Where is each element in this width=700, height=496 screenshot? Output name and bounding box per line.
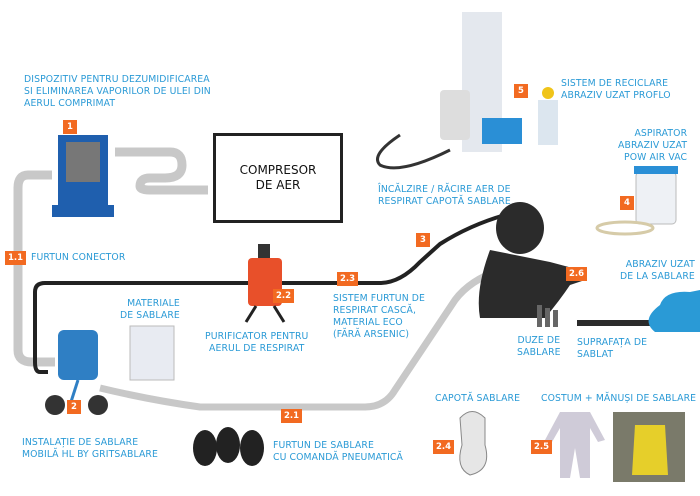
blast-machine-label: INSTALAȚIE DE SABLARE MOBILĂ HL BY GRITS… [22, 437, 158, 460]
dehumidifier-machine [52, 135, 114, 217]
connector-hose-left [13, 170, 55, 367]
badge-2-2: 2.2 [273, 289, 295, 303]
vacuum-unit [595, 166, 678, 236]
badge-1: 1 [63, 120, 77, 134]
compressor-label: COMPRESOR DE AER [239, 163, 317, 192]
badge-2-1: 2.1 [281, 409, 303, 423]
air-purifier-label: PURIFICATOR PENTRU AERUL DE RESPIRAT [205, 331, 309, 354]
recycling-label: SISTEM DE RECICLARE ABRAZIV UZAT PROFLO [561, 78, 671, 101]
blast-hose [99, 266, 561, 411]
badge-3: 3 [416, 233, 430, 247]
vacuum-label: ASPIRATOR ABRAZIV UZAT POW AIR VAC [618, 128, 688, 163]
breathing-hose-label: SISTEM FURTUN DE RESPIRAT CASCĂ, MATERIA… [333, 293, 426, 340]
recycling-system [376, 12, 558, 170]
glove-image [632, 425, 668, 475]
surface-label: SUPRAFAȚA DE SABLAT [577, 337, 648, 360]
connector-hose [115, 147, 208, 195]
badge-2-6: 2.6 [566, 267, 588, 281]
abrasive-bag [129, 325, 175, 381]
badge-5: 5 [514, 84, 528, 98]
suit-label: COSTUM + MĂNUȘI DE SABLARE [541, 393, 697, 404]
blaster-silhouette [478, 202, 585, 318]
surface-line [577, 320, 662, 326]
air-purifier-unit [244, 244, 286, 323]
blast-pot [45, 330, 108, 415]
blast-hose-label: FURTUN DE SABLARE CU COMANDĂ PNEUMATICĂ [273, 440, 403, 463]
materials-label: MATERIALE DE SABLARE [120, 298, 180, 321]
abrasive-cloud [648, 290, 700, 332]
air-compressor-box: COMPRESOR DE AER [213, 133, 343, 223]
breathing-hose [33, 213, 506, 374]
nozzles-image [537, 305, 558, 327]
dehumidifier-label: DISPOZITIV PENTRU DEZUMIDIFICAREA SI ELI… [24, 74, 211, 109]
badge-2-3: 2.3 [337, 272, 359, 286]
badge-2-5: 2.5 [531, 440, 553, 454]
badge-4: 4 [620, 196, 634, 210]
connector-hose-label: FURTUN CONECTOR [31, 252, 126, 263]
hood-image [459, 411, 488, 476]
blast-hoses-image [193, 427, 264, 466]
nozzles-label: DUZE DE SABLARE [517, 335, 561, 358]
badge-1-1: 1.1 [5, 251, 27, 265]
heating-label: ÎNCĂLZIRE / RĂCIRE AER DE RESPIRAT CAPOT… [378, 184, 511, 207]
badge-2-4: 2.4 [433, 440, 455, 454]
badge-2: 2 [67, 400, 81, 414]
suit-image [545, 412, 605, 478]
hood-label: CAPOTĂ SABLARE [435, 393, 521, 404]
spent-abrasive-label: ABRAZIV UZAT DE LA SABLARE [620, 259, 695, 282]
